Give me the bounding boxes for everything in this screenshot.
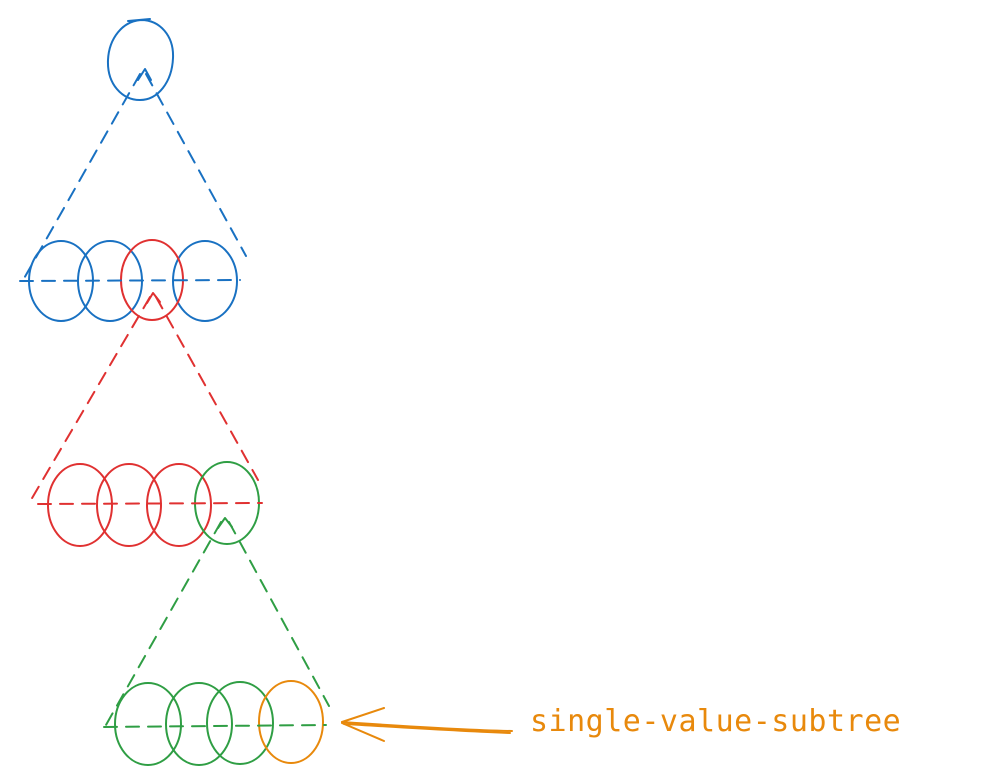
level-3-key-4-single-value — [258, 680, 324, 764]
root-edge-left — [21, 73, 141, 283]
level-1-key-4 — [172, 240, 238, 322]
root-edge-right — [145, 73, 247, 257]
single-value-subtree-label: single-value-subtree — [530, 704, 902, 739]
root-pointer-tick — [137, 68, 152, 81]
level-2-node — [37, 461, 263, 547]
root-node — [106, 18, 175, 101]
level-2-key-1 — [47, 463, 113, 547]
level-3-key-1 — [114, 682, 182, 766]
level-1-subtree-edges — [27, 296, 259, 506]
annotation-arrow — [341, 707, 513, 742]
level-2-node-axis — [37, 502, 263, 505]
arrow-shaft-stroke-2 — [343, 723, 511, 734]
level-1-edge-right — [155, 296, 259, 481]
arrow-shaft — [341, 721, 513, 732]
arrow-head-lower — [341, 722, 385, 742]
level-2-edge-right — [228, 521, 330, 707]
level-2-key-3 — [146, 463, 212, 547]
root-subtree-edges — [21, 73, 247, 283]
level-1-node — [19, 239, 241, 322]
level-2-edge-left — [101, 521, 222, 733]
level-1-edge-left — [27, 296, 151, 506]
level-1-node-axis — [19, 279, 241, 282]
level-3-key-3 — [206, 681, 274, 765]
level-3-node-axis — [103, 724, 327, 728]
root-level — [106, 18, 175, 101]
arrow-head-upper — [341, 707, 385, 723]
level-3-key-2 — [165, 682, 233, 766]
level-3-node — [103, 680, 327, 766]
level-2-subtree-edges — [101, 521, 330, 733]
level-2-key-2 — [96, 463, 162, 547]
level-1-key-1 — [28, 240, 94, 322]
